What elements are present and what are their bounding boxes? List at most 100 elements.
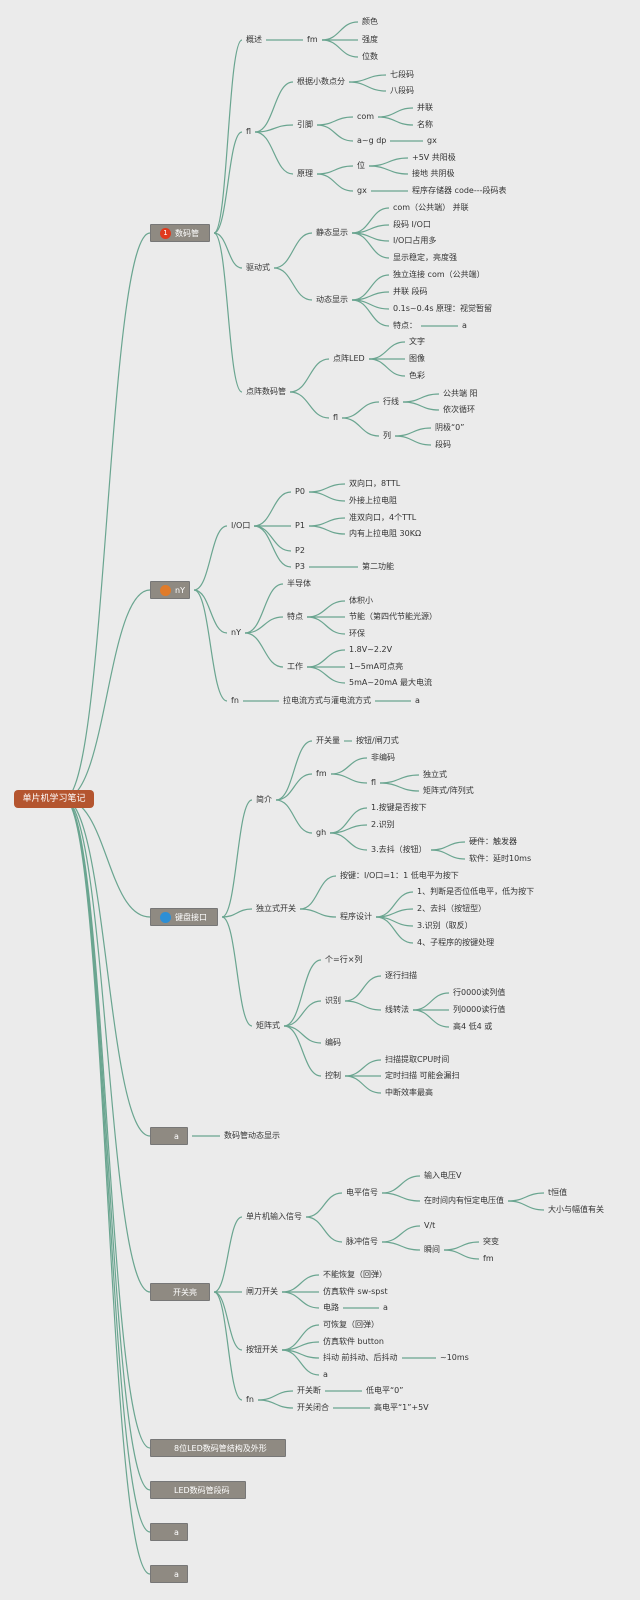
node-n125[interactable]: a (323, 1370, 328, 1379)
node-n67[interactable]: 拉电流方式与灌电流方式 (283, 696, 371, 705)
node-n51[interactable]: 准双向口，4个TTL (349, 513, 417, 522)
node-n90[interactable]: 矩阵式 (256, 1021, 280, 1030)
branch-ny[interactable]: nY (150, 581, 190, 599)
node-n39[interactable]: fl (333, 413, 339, 422)
node-n41[interactable]: 公共端 阳 (443, 389, 478, 398)
node-n91[interactable]: 个=行×列 (325, 955, 363, 964)
node-n20[interactable]: gx (357, 186, 367, 195)
node-n88[interactable]: 3.识别（取反） (417, 921, 473, 930)
node-n73[interactable]: 非编码 (371, 753, 395, 762)
node-n27[interactable]: 显示稳定，亮度强 (393, 253, 457, 262)
branch-a-3[interactable]: a (150, 1565, 188, 1583)
node-n117[interactable]: 仿真软件 sw-spst (323, 1287, 388, 1296)
branch-8led-structure[interactable]: 8位LED数码管结构及外形 (150, 1439, 286, 1457)
node-n42[interactable]: 依次循环 (443, 405, 475, 414)
node-n63[interactable]: 1.8V~2.2V (349, 645, 393, 654)
node-n5[interactable]: 位数 (362, 52, 378, 61)
node-n34[interactable]: 点阵数码管 (246, 387, 286, 396)
node-n110[interactable]: 脉冲信号 (346, 1237, 378, 1246)
branch-keyboard[interactable]: 键盘接口 (150, 908, 218, 926)
node-n4[interactable]: 强度 (362, 35, 378, 44)
node-n44[interactable]: 阴极“0” (435, 423, 465, 432)
node-n22[interactable]: 驱动式 (246, 263, 270, 272)
node-n65[interactable]: 5mA~20mA 最大电流 (349, 678, 433, 687)
node-n70[interactable]: 开关量 (316, 736, 340, 745)
node-n16[interactable]: 原理 (297, 169, 313, 178)
node-n113[interactable]: 突变 (483, 1237, 499, 1246)
node-n122[interactable]: 仿真软件 button (323, 1337, 384, 1346)
node-n36[interactable]: 文字 (409, 337, 425, 346)
node-n46[interactable]: I/O口 (231, 521, 251, 530)
node-n108[interactable]: t恒值 (548, 1188, 568, 1197)
node-n14[interactable]: a~g dp (357, 136, 387, 145)
node-n104[interactable]: 单片机输入信号 (246, 1212, 302, 1221)
node-n124[interactable]: ~10ms (440, 1353, 469, 1362)
node-n33[interactable]: a (462, 321, 467, 330)
node-n1[interactable]: 概述 (246, 35, 262, 44)
node-n80[interactable]: 3.去抖（按钮） (371, 845, 427, 854)
node-n61[interactable]: 环保 (349, 629, 365, 638)
node-n121[interactable]: 可恢复（回弹） (323, 1320, 379, 1329)
node-n13[interactable]: 名称 (417, 120, 433, 129)
node-n26[interactable]: I/O口占用多 (393, 236, 437, 245)
node-n75[interactable]: 独立式 (423, 770, 447, 779)
node-n78[interactable]: 1.按键是否按下 (371, 803, 427, 812)
node-n118[interactable]: 电路 (323, 1303, 339, 1312)
node-n47[interactable]: P0 (295, 487, 305, 496)
node-n38[interactable]: 色彩 (409, 371, 425, 380)
node-n82[interactable]: 软件：延时10ms (469, 854, 532, 863)
node-n64[interactable]: 1~5mA可点亮 (349, 662, 404, 671)
node-n97[interactable]: 高4 低4 或 (453, 1022, 493, 1031)
node-n87[interactable]: 2、去抖（按钮型） (417, 904, 487, 913)
node-n99[interactable]: 控制 (325, 1071, 341, 1080)
node-n8[interactable]: 七段码 (390, 70, 414, 79)
node-n101[interactable]: 定时扫描 可能会漏扫 (385, 1071, 460, 1080)
node-n55[interactable]: 第二功能 (362, 562, 394, 571)
node-n114[interactable]: fm (483, 1254, 494, 1263)
node-n58[interactable]: 特点 (287, 612, 303, 621)
node-n28[interactable]: 动态显示 (316, 295, 348, 304)
node-n52[interactable]: 内有上拉电阻 30KΩ (349, 529, 422, 538)
node-n50[interactable]: P1 (295, 521, 305, 530)
node-n35[interactable]: 点阵LED (333, 354, 365, 363)
node-n57[interactable]: 半导体 (287, 579, 311, 588)
branch-switch[interactable]: 开关亮 (150, 1283, 210, 1301)
node-n93[interactable]: 逐行扫描 (385, 971, 417, 980)
node-n100[interactable]: 扫描提取CPU时间 (385, 1055, 450, 1064)
node-n76[interactable]: 矩阵式/阵列式 (423, 786, 474, 795)
node-n81[interactable]: 硬件：触发器 (469, 837, 517, 846)
node-n129[interactable]: 开关闭合 (297, 1403, 329, 1412)
node-n120[interactable]: 按钮开关 (246, 1345, 278, 1354)
node-n9[interactable]: 八段码 (390, 86, 414, 95)
node-n128[interactable]: 低电平“0” (366, 1386, 404, 1395)
node-n112[interactable]: 瞬间 (424, 1245, 440, 1254)
node-n109[interactable]: 大小与幅值有关 (548, 1205, 604, 1214)
node-n96[interactable]: 列0000读行值 (453, 1005, 506, 1014)
node-n54[interactable]: P3 (295, 562, 305, 571)
node-n126[interactable]: fn (246, 1395, 254, 1404)
node-n59[interactable]: 体积小 (349, 596, 373, 605)
node-n19[interactable]: 接地 共阴极 (412, 169, 455, 178)
node-n92[interactable]: 识别 (325, 996, 341, 1005)
node-n119[interactable]: a (383, 1303, 388, 1312)
branch-a-2[interactable]: a (150, 1523, 188, 1541)
node-n37[interactable]: 图像 (409, 354, 425, 363)
root-node[interactable]: 单片机学习笔记 (14, 790, 94, 808)
node-n98[interactable]: 编码 (325, 1038, 341, 1047)
node-n40[interactable]: 行线 (383, 397, 399, 406)
node-n116[interactable]: 不能恢复（回弹） (323, 1270, 387, 1279)
node-n72[interactable]: fm (316, 769, 327, 778)
node-n10[interactable]: 引脚 (297, 120, 313, 129)
node-n74[interactable]: fl (371, 778, 377, 787)
branch-led-segment-code[interactable]: LED数码管段码 (150, 1481, 246, 1499)
node-n11[interactable]: com (357, 112, 375, 121)
node-n32[interactable]: 特点： (393, 321, 417, 330)
node-n84[interactable]: 按键：I/O口=1：1 低电平为按下 (340, 871, 459, 880)
node-n12[interactable]: 并联 (417, 103, 433, 112)
node-n77[interactable]: gh (316, 828, 327, 837)
node-n69[interactable]: 简介 (256, 795, 272, 804)
node-n18[interactable]: +5V 共阳极 (412, 153, 456, 162)
node-n85[interactable]: 程序设计 (340, 912, 372, 921)
node-n48[interactable]: 双向口，8TTL (349, 479, 401, 488)
node-n56[interactable]: nY (231, 628, 241, 637)
